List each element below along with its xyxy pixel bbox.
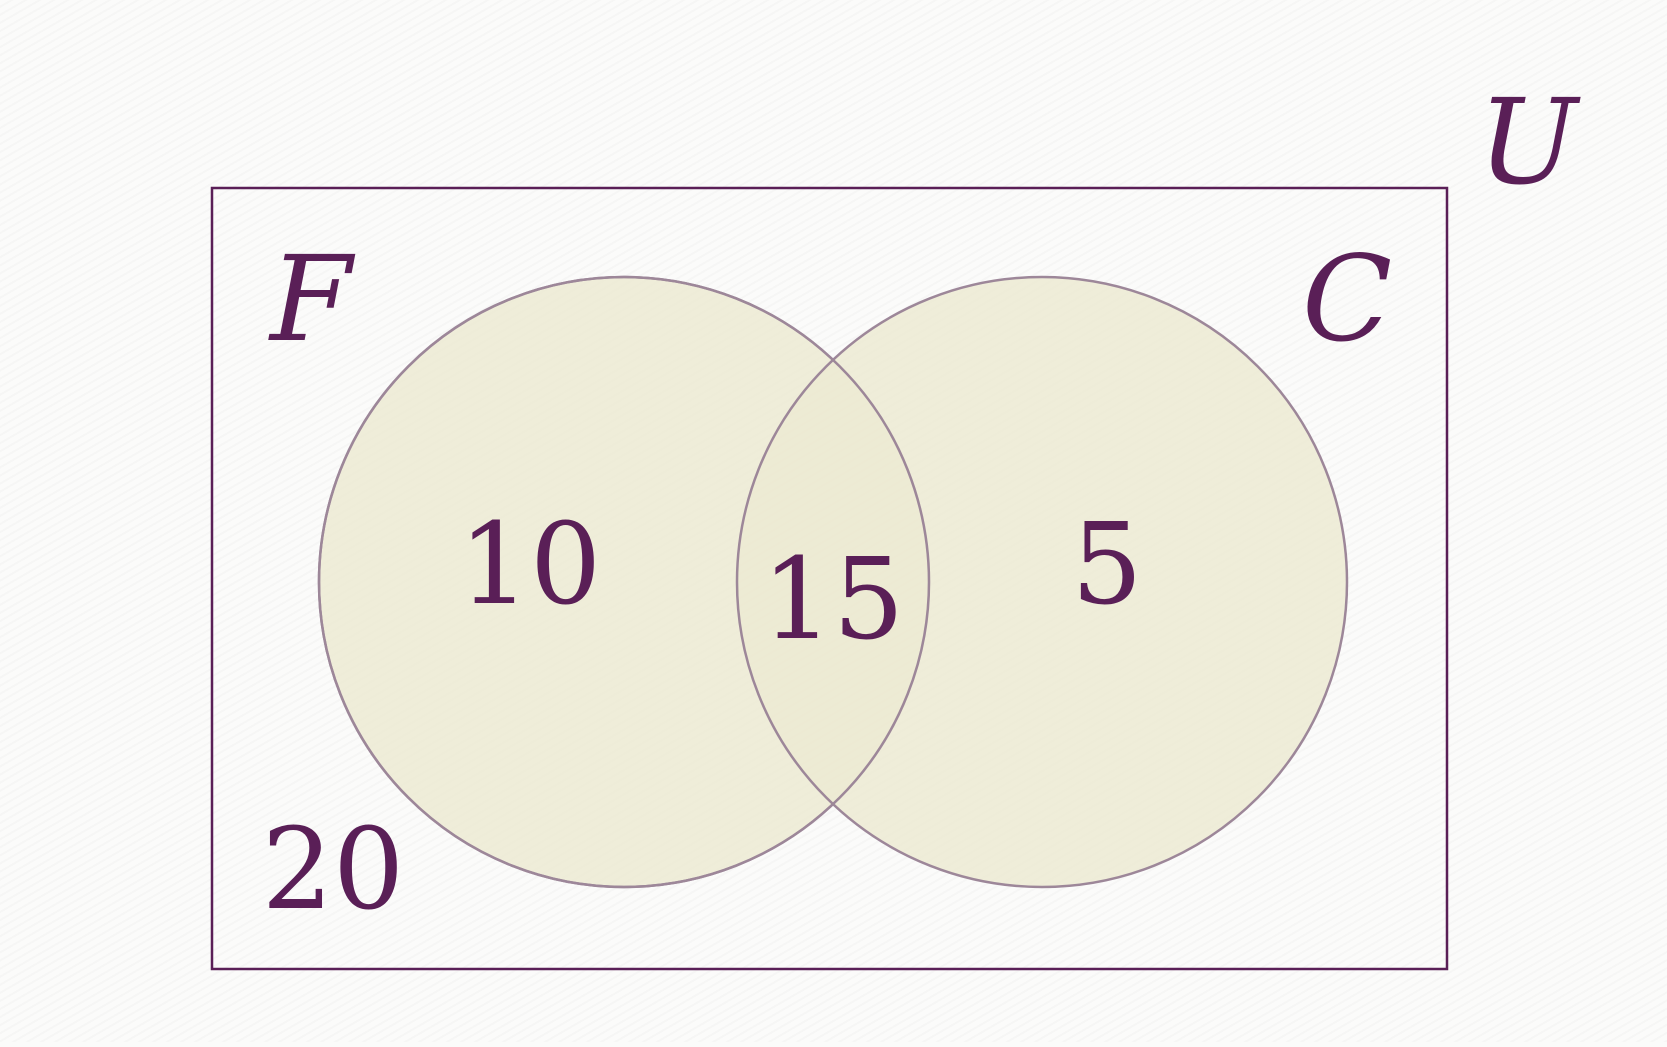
- intersection-count: 15: [762, 535, 905, 665]
- outside-count: 20: [262, 805, 405, 935]
- f-only-count: 10: [459, 500, 602, 630]
- set-f-outline: [317, 275, 931, 889]
- universe-label: U: [1478, 73, 1581, 211]
- c-only-count: 5: [1071, 500, 1142, 630]
- universe-rectangle: [210, 186, 1449, 971]
- set-f-label: F: [268, 230, 356, 368]
- set-c-label: C: [1302, 230, 1392, 368]
